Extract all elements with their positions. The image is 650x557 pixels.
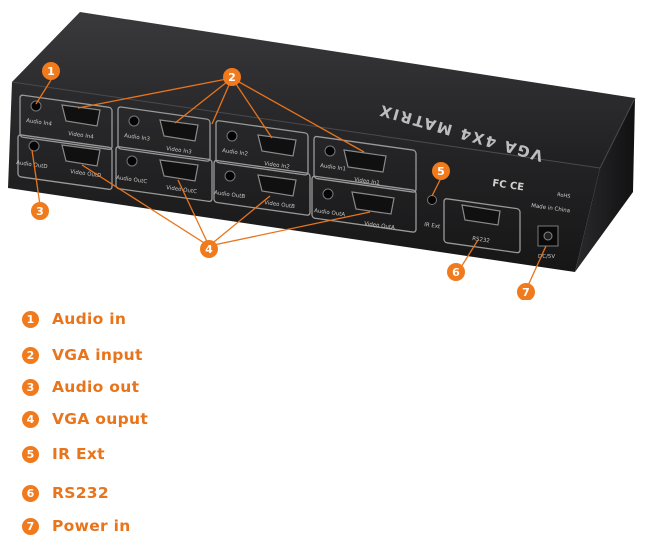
label-audio-in1: Audio In1 — [320, 163, 347, 173]
callout-badge-4: 4 — [200, 240, 218, 258]
legend-label: VGA ouput — [52, 410, 149, 428]
legend-number-1: 1 — [22, 310, 39, 328]
chassis-side — [575, 98, 635, 272]
legend-label: IR Ext — [52, 445, 105, 463]
label-video-outc: Video OutC — [166, 185, 198, 195]
label-dc: DC/5V — [538, 254, 555, 260]
label-video-in1: Video In1 — [354, 177, 380, 187]
label-video-in3: Video In3 — [166, 146, 193, 156]
svg-text:6: 6 — [452, 266, 460, 279]
label-audio-in3: Audio In3 — [124, 133, 151, 143]
legend-number-7: 7 — [22, 517, 39, 535]
legend-number-3: 3 — [22, 378, 39, 396]
rs232-port: RS232 — [443, 198, 521, 254]
dc-power-jack: DC/5V — [537, 225, 559, 260]
audio-outb-jack — [224, 170, 236, 182]
vga-in2-connector — [257, 134, 297, 157]
legend-item-vga-output: 4 VGA ouput — [22, 410, 148, 428]
label-video-in4: Video In4 — [68, 131, 95, 141]
vga-outa-connector — [351, 191, 395, 215]
audio-jacks — [28, 100, 437, 205]
legend-item-vga-input: 2 VGA input — [22, 346, 143, 364]
audio-in4-jack — [30, 100, 42, 112]
svg-text:7: 7 — [522, 286, 530, 299]
legend-number-6: 6 — [22, 484, 39, 502]
legend-number-2: 2 — [22, 346, 39, 364]
panel-row-outputs — [17, 134, 417, 233]
vga-outb-connector — [257, 174, 297, 197]
audio-outc-jack — [126, 155, 138, 167]
matrix-switch-diagram: VGA 4X4 MATRIX A — [8, 12, 636, 301]
port-labels: Audio In4 Video In4 Audio In3 Video In3 … — [16, 118, 442, 231]
svg-text:3: 3 — [36, 205, 44, 218]
svg-text:2: 2 — [228, 71, 236, 84]
legend-item-power-in: 7 Power in — [22, 517, 131, 535]
svg-text:5: 5 — [437, 165, 445, 178]
label-video-outb: Video OutB — [264, 200, 296, 210]
legend-item-ir-ext: 5 IR Ext — [22, 445, 105, 463]
audio-in1-jack — [324, 145, 336, 157]
label-audio-outc: Audio OutC — [116, 175, 148, 185]
vga-in3-connector — [159, 119, 199, 142]
vga-outc-connector — [159, 159, 199, 182]
svg-text:4: 4 — [205, 243, 213, 256]
callout-badge-3: 3 — [31, 202, 49, 220]
vga-outd-connector — [61, 144, 101, 167]
label-audio-in2: Audio In2 — [222, 148, 249, 158]
vga-in4-connector — [61, 104, 101, 127]
vga-input-connectors — [61, 104, 387, 173]
svg-text:FC CE: FC CE — [492, 178, 525, 193]
label-video-outd: Video OutD — [70, 169, 102, 179]
made-in-label: Made in China — [531, 203, 571, 214]
audio-outa-jack — [322, 188, 334, 200]
callout-badge-7: 7 — [517, 283, 535, 301]
label-video-in2: Video In2 — [264, 161, 290, 171]
label-video-outa: Video OutA — [364, 221, 396, 231]
label-audio-outd: Audio OutD — [16, 160, 48, 170]
chassis-front — [8, 82, 600, 272]
legend-label: Audio in — [52, 310, 127, 328]
label-rs232: RS232 — [472, 236, 490, 244]
legend-number-5: 5 — [22, 445, 39, 463]
rohs-mark: RoHS — [557, 192, 571, 200]
vga-output-connectors — [61, 144, 395, 215]
callout-badge-6: 6 — [447, 263, 465, 281]
audio-in2-jack — [226, 130, 238, 142]
ir-ext-jack — [427, 195, 437, 205]
vga-in1-connector — [343, 149, 387, 173]
legend-label: Audio out — [52, 378, 140, 396]
compliance-marks: FC CE RoHS Made in China — [492, 178, 571, 214]
chassis-top — [12, 12, 635, 168]
legend-label: Power in — [52, 517, 131, 535]
legend-item-audio-in: 1 Audio in — [22, 310, 126, 328]
product-illustration: VGA 4X4 MATRIX A — [8, 12, 636, 301]
callout-lines — [31, 77, 547, 291]
label-audio-outb: Audio OutB — [214, 190, 246, 200]
audio-in3-jack — [128, 115, 140, 127]
legend-item-audio-out: 3 Audio out — [22, 378, 139, 396]
callout-badge-5: 5 — [432, 162, 450, 180]
panel-row-inputs — [19, 94, 417, 193]
legend: 1 Audio in 2 VGA input 3 Audio out 4 VGA… — [0, 295, 650, 557]
callout-badge-2: 2 — [223, 68, 241, 86]
callout-badge-1: 1 — [42, 62, 60, 80]
label-audio-outa: Audio OutA — [314, 208, 346, 218]
audio-outd-jack — [28, 140, 40, 152]
legend-label: RS232 — [52, 484, 109, 502]
label-audio-in4: Audio In4 — [26, 118, 53, 128]
legend-label: VGA input — [52, 346, 143, 364]
legend-item-rs232: 6 RS232 — [22, 484, 109, 502]
legend-number-4: 4 — [22, 410, 39, 428]
svg-text:1: 1 — [47, 65, 55, 78]
label-ir-ext: IR Ext — [424, 222, 442, 230]
